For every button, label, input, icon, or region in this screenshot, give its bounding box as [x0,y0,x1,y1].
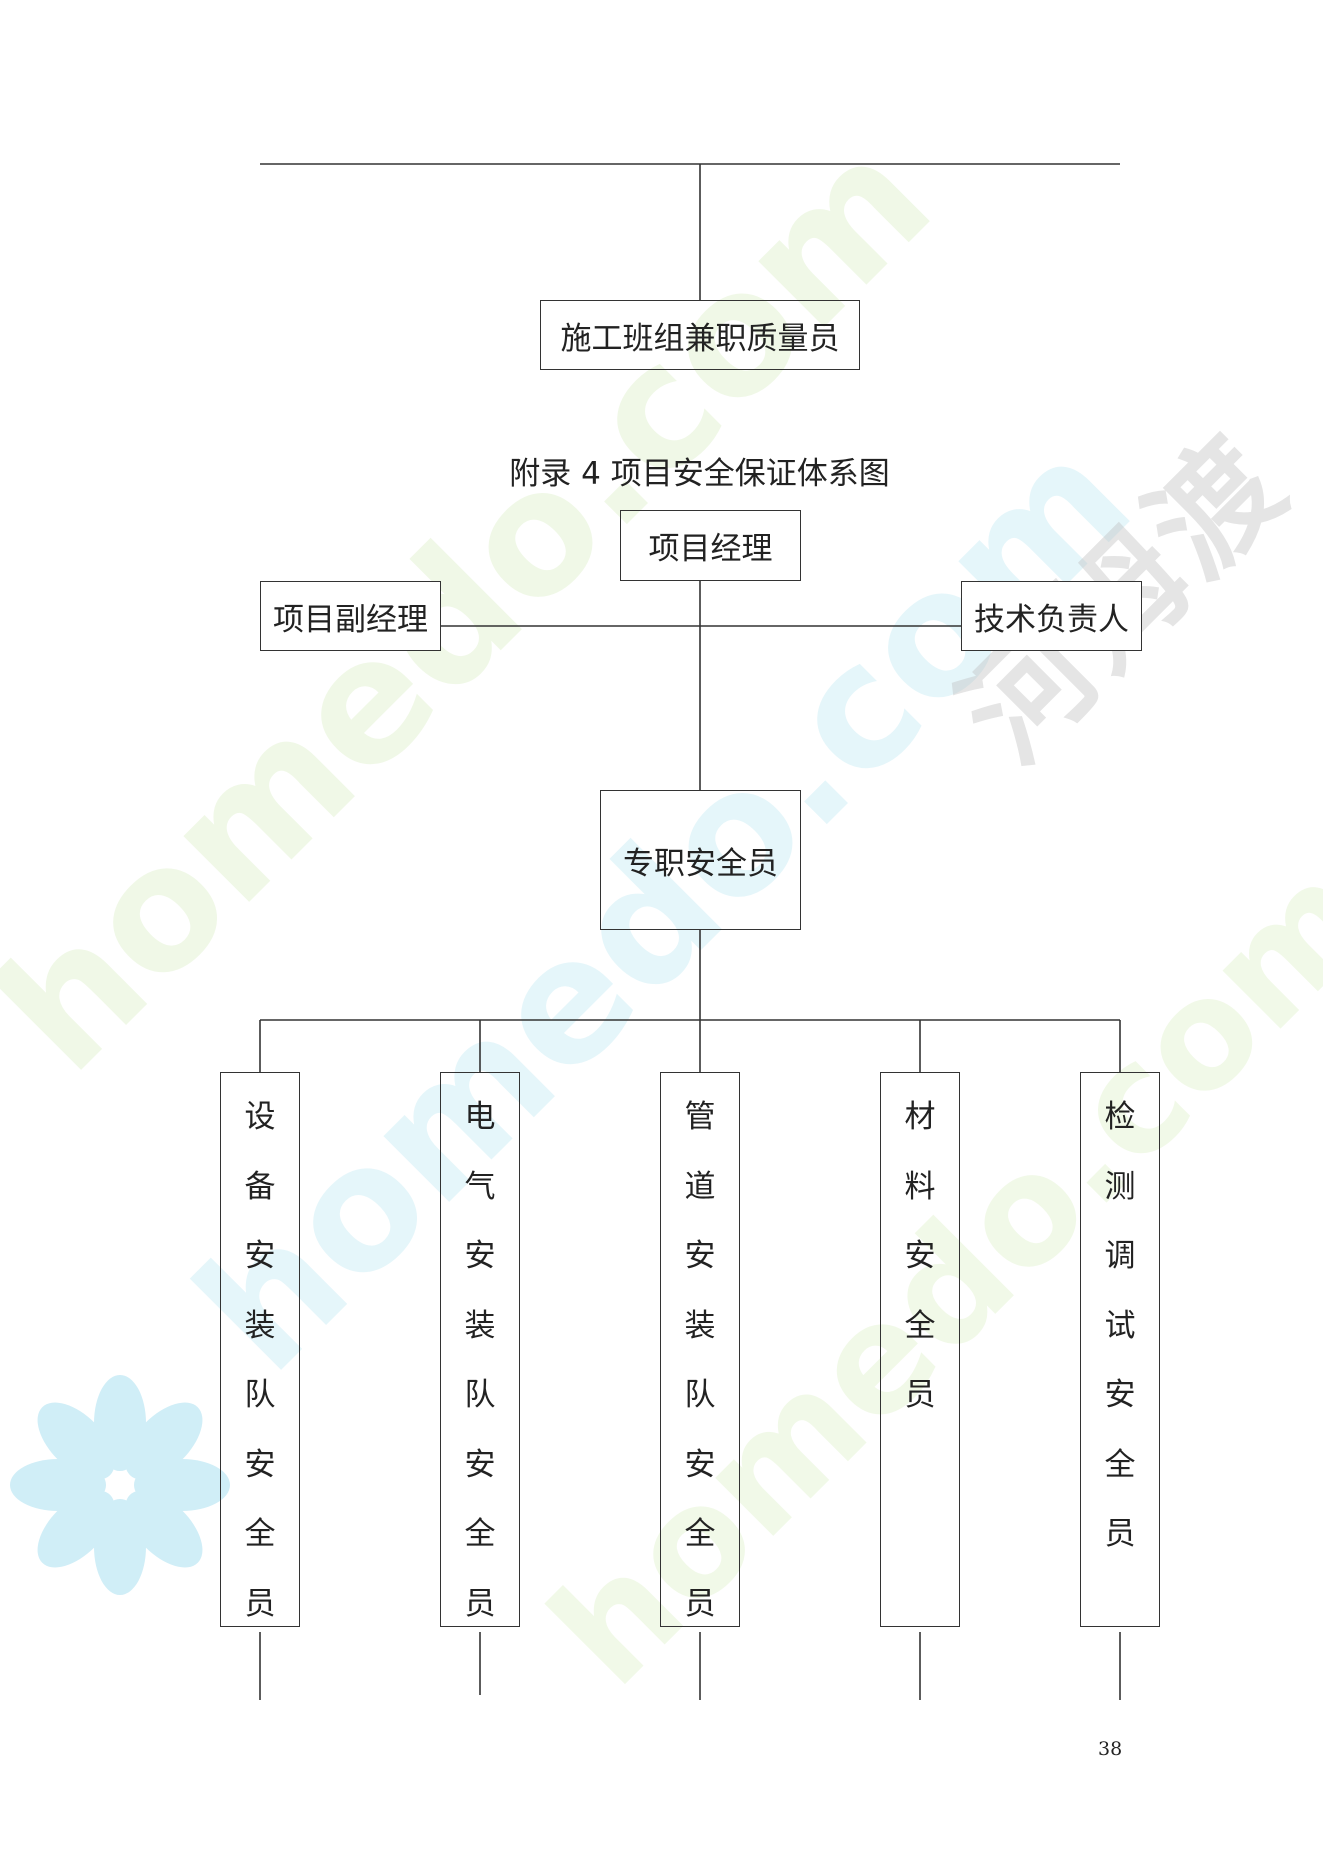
team-char: 电 [464,1099,496,1135]
team-char: 调 [1104,1238,1136,1274]
team-char: 安 [684,1238,716,1274]
team-char: 料 [904,1168,936,1205]
team-char: 全 [1104,1446,1136,1483]
page-number: 38 [1098,1738,1123,1760]
tech-lead-label: 技术负责人 [974,601,1129,638]
team-char: 气 [464,1168,496,1205]
team-char: 检 [1104,1099,1136,1135]
diagram-title: 附录 4 项目安全保证体系图 [509,456,890,492]
team-char: 全 [464,1516,496,1552]
deputy-manager-label: 项目副经理 [273,601,428,638]
team-char: 安 [904,1238,936,1274]
team-char: 装 [464,1307,496,1344]
team-char: 员 [244,1585,276,1622]
team-char: 安 [684,1446,716,1483]
safety-officer-label: 专职安全员 [623,845,778,882]
team-char: 设 [244,1099,276,1135]
team-char: 材 [904,1099,936,1135]
project-manager-label: 项目经理 [648,531,773,567]
team-char: 装 [244,1307,276,1344]
team-char: 安 [244,1446,276,1483]
team-box-material: 材 料 安 全 员 [880,1072,960,1627]
team-quality-officer-box: 施工班组兼职质量员 [540,300,860,370]
team-char: 安 [464,1446,496,1483]
team-box-testing: 检 测 调 试 安 全 员 [1080,1072,1160,1627]
safety-officer-box: 专职安全员 [600,790,801,930]
team-char: 员 [1104,1516,1136,1552]
team-box-equipment: 设 备 安 装 队 安 全 员 [220,1072,300,1627]
team-char: 队 [464,1377,496,1413]
tech-lead-box: 技术负责人 [961,581,1142,651]
team-box-electrical: 电 气 安 装 队 安 全 员 [440,1072,520,1627]
team-char: 安 [1104,1377,1136,1413]
team-char: 员 [904,1377,936,1413]
team-char: 队 [684,1377,716,1413]
team-box-pipeline: 管 道 安 装 队 安 全 员 [660,1072,740,1627]
team-char: 道 [684,1168,716,1205]
team-char: 队 [244,1377,276,1413]
team-char: 测 [1104,1168,1136,1205]
team-char: 安 [244,1238,276,1274]
team-char: 员 [684,1585,716,1622]
team-quality-officer-label: 施工班组兼职质量员 [560,320,840,357]
team-char: 备 [244,1168,276,1205]
team-char: 全 [904,1307,936,1344]
team-char: 装 [684,1307,716,1344]
team-char: 全 [684,1516,716,1552]
project-manager-box: 项目经理 [620,510,801,581]
team-char: 管 [684,1099,716,1135]
deputy-manager-box: 项目副经理 [260,581,441,651]
team-char: 试 [1104,1307,1136,1344]
team-char: 员 [464,1585,496,1622]
team-char: 安 [464,1238,496,1274]
team-char: 全 [244,1516,276,1552]
